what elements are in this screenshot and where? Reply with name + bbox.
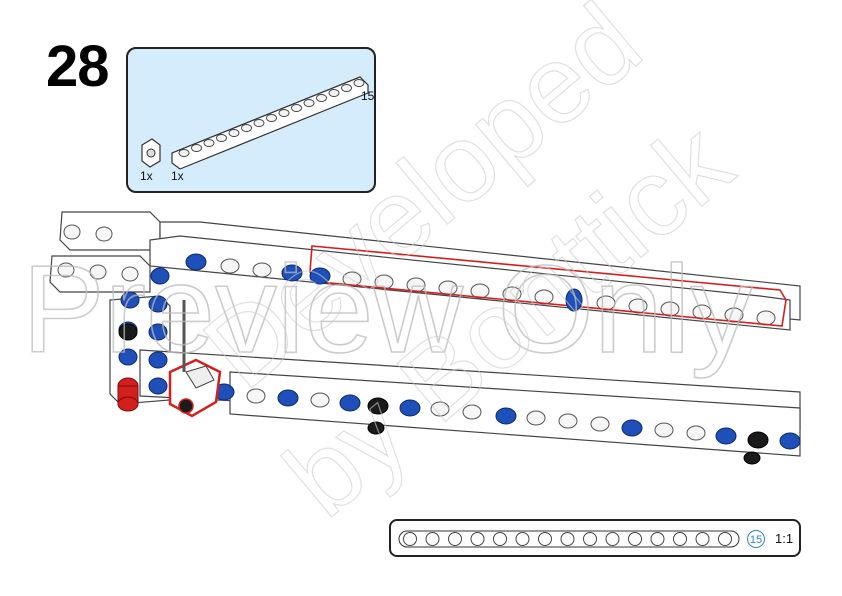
- parts-list-box: 1x 1x 15: [126, 47, 376, 193]
- step-number: 28: [46, 34, 110, 99]
- axle-pin-connector-icon: [141, 138, 161, 168]
- ruler-scale-label: 1:1: [775, 531, 794, 546]
- new-beam-highlight: [309, 245, 787, 327]
- parts-illustration: [141, 76, 369, 170]
- ruler-beam-icon: [398, 530, 740, 548]
- beam-length-label: 15: [361, 89, 375, 103]
- connector-quantity: 1x: [140, 169, 153, 183]
- beam-15-icon: [171, 76, 369, 170]
- new-connector-highlight: [168, 358, 222, 418]
- length-ruler-box: 15 1:1: [389, 519, 801, 557]
- beam-quantity: 1x: [171, 169, 184, 183]
- red-pin: [117, 377, 139, 412]
- ruler-length-badge: 15: [747, 530, 765, 548]
